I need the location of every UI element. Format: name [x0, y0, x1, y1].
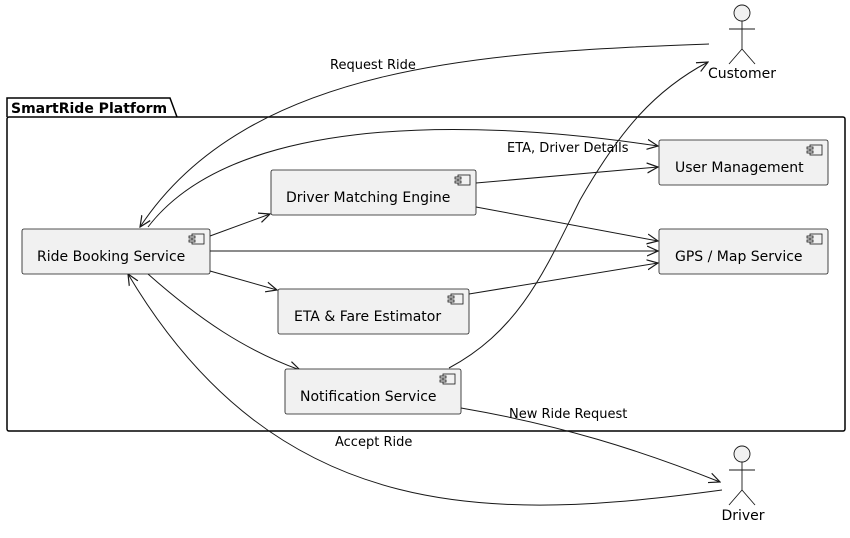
package-title: SmartRide Platform	[11, 101, 167, 117]
edge-label-accept-ride: Accept Ride	[335, 435, 412, 450]
component-user-management: User Management	[658, 139, 829, 186]
actor-label: Driver	[721, 508, 764, 524]
package-smartride-platform: SmartRide Platform	[6, 97, 846, 432]
component-eta-fare-estimator: ETA & Fare Estimator	[277, 288, 470, 335]
edge-label-request-ride: Request Ride	[330, 58, 416, 73]
component-label: GPS / Map Service	[675, 249, 803, 265]
edge-ride-booking-to-eta-fare	[209, 270, 277, 290]
component-label: Notification Service	[300, 389, 437, 405]
edge-driver-matching-to-gps	[475, 206, 658, 241]
actor-driver: Driver	[721, 445, 765, 524]
edge-label-eta-driver-details: ETA, Driver Details	[507, 141, 629, 156]
component-label: Driver Matching Engine	[286, 190, 450, 206]
edges	[128, 43, 723, 506]
component-driver-matching-engine: Driver Matching Engine	[270, 169, 477, 216]
stick-figure-icon	[728, 4, 756, 65]
actor-label: Customer	[708, 66, 776, 82]
component-gps-map-service: GPS / Map Service	[658, 228, 829, 275]
edge-ride-booking-to-user-management	[147, 128, 658, 228]
component-label: Ride Booking Service	[37, 249, 185, 265]
edge-driver-to-ride-booking	[128, 274, 723, 506]
edge-notification-to-customer	[448, 62, 708, 369]
component-ride-booking-service: Ride Booking Service	[21, 228, 211, 275]
stick-figure-icon	[728, 445, 756, 506]
component-label: User Management	[675, 160, 804, 176]
component-notification-service: Notification Service	[284, 368, 462, 415]
component-label: ETA & Fare Estimator	[294, 309, 441, 325]
edge-ride-booking-to-driver-matching	[209, 214, 270, 237]
edge-customer-to-ride-booking	[140, 43, 710, 227]
edge-ride-booking-to-notification	[147, 273, 300, 370]
edge-eta-fare-to-gps	[468, 263, 658, 295]
edge-label-new-ride-request: New Ride Request	[509, 407, 627, 422]
edge-driver-matching-to-user-management	[475, 167, 658, 184]
actor-customer: Customer	[708, 4, 776, 82]
edge-notification-to-driver	[460, 407, 720, 482]
